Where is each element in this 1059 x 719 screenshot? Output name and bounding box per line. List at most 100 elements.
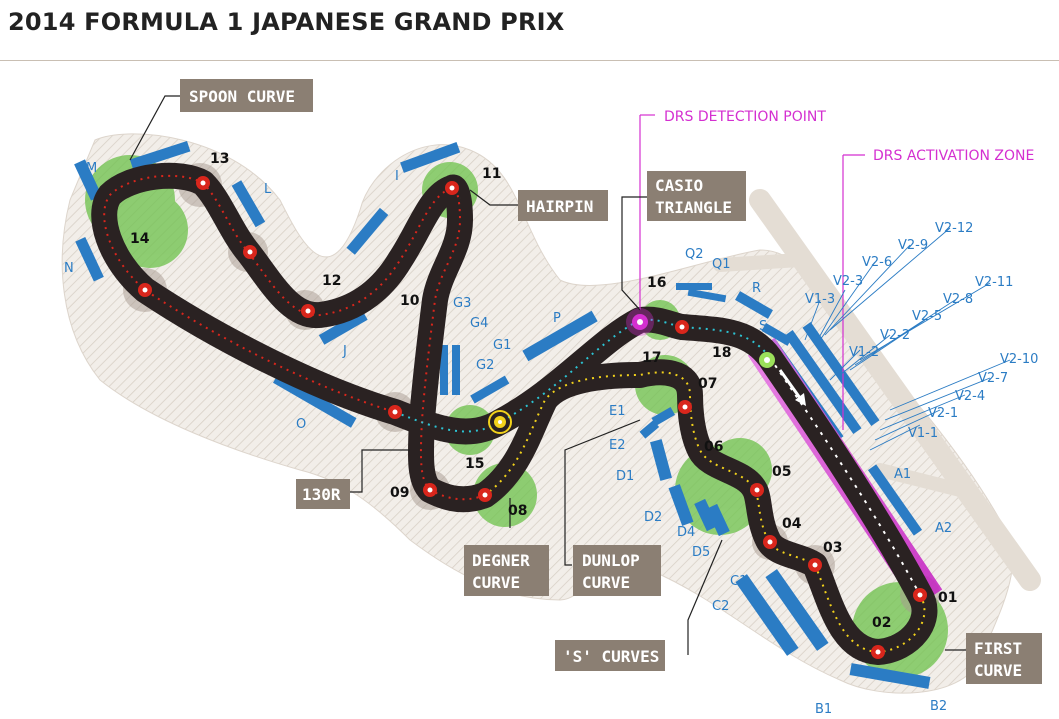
- stand-label-a2: A2: [935, 521, 952, 536]
- stand-leaders: [804, 227, 1011, 451]
- race-track: [91, 162, 938, 665]
- svg-text:CURVE: CURVE: [974, 661, 1022, 680]
- svg-text:HAIRPIN: HAIRPIN: [526, 197, 593, 216]
- callout-leaders: [129, 95, 966, 655]
- access-road-3: [873, 463, 967, 497]
- corner-label-01: 01: [938, 590, 957, 606]
- title-divider: [0, 60, 1059, 61]
- corner-label-14: 14: [130, 231, 150, 247]
- track-detection-line: [394, 318, 771, 433]
- sector-marker-15: [488, 410, 512, 434]
- corner-marker-02: [871, 645, 885, 659]
- svg-text:CASIO: CASIO: [655, 176, 703, 195]
- stand-label-l: L: [264, 182, 272, 197]
- corner-marker-12b: [243, 245, 257, 259]
- stand-label-i: I: [395, 169, 399, 184]
- stand-label-q2: Q2: [685, 247, 704, 262]
- stand-label-j: J: [342, 344, 347, 359]
- access-road-2: [713, 252, 877, 357]
- corner-marker-04: [763, 535, 777, 549]
- corner-label-07: 07: [698, 376, 717, 392]
- stand-label-v2-7: V2-7: [978, 371, 1008, 386]
- svg-text:130R: 130R: [302, 485, 341, 504]
- corner-marker-13: [196, 176, 210, 190]
- stand-label-e1: E1: [609, 404, 626, 419]
- drs-activation-marker: [759, 352, 775, 368]
- stand-label-d1: D1: [616, 469, 634, 484]
- s-curves-callout: 'S' CURVES: [555, 640, 665, 671]
- stand-label-v2-12: V2-12: [935, 221, 973, 236]
- drs-arrow: [778, 369, 802, 399]
- stand-label-o: O: [296, 417, 306, 432]
- degner-curve-callout: DEGNER CURVE: [464, 545, 549, 596]
- corner-marker-03: [808, 558, 822, 572]
- stand-label-v2-11: V2-11: [975, 275, 1013, 290]
- svg-text:DEGNER: DEGNER: [472, 551, 530, 570]
- corner-marker-05: [750, 483, 764, 497]
- stand-label-b1: B1: [815, 702, 832, 717]
- stand-label-v1-1: V1-1: [908, 426, 938, 441]
- drs-arrow-head: [795, 393, 806, 406]
- hairpin-callout: HAIRPIN: [518, 190, 608, 221]
- stand-label-q1: Q1: [712, 257, 731, 272]
- corner-label-08: 08: [508, 503, 527, 519]
- track-racing-line-2: [103, 174, 486, 501]
- corner-label-06: 06: [704, 439, 723, 455]
- casio-triangle-callout: CASIO TRIANGLE: [647, 171, 746, 221]
- dunlop-curve-callout: DUNLOP CURVE: [573, 545, 661, 596]
- drs-detection-marker: [626, 308, 654, 336]
- stand-label-v2-4: V2-4: [955, 389, 985, 404]
- stand-label-n: N: [64, 261, 74, 276]
- corner-markers: [138, 176, 927, 659]
- corner-label-12: 12: [322, 273, 341, 289]
- spoon-curve-callout: SPOON CURVE: [180, 79, 313, 112]
- stand-label-g1: G1: [493, 338, 511, 353]
- stand-label-d4: D4: [677, 525, 695, 540]
- 130r-callout: 130R: [296, 479, 350, 509]
- stand-label-v1-3: V1-3: [805, 292, 835, 307]
- svg-text:DUNLOP: DUNLOP: [582, 551, 640, 570]
- track-racing-line: [484, 371, 926, 654]
- corner-label-03: 03: [823, 540, 842, 556]
- svg-text:FIRST: FIRST: [974, 639, 1022, 658]
- corner-marker-01: [913, 588, 927, 602]
- stand-label-c1: C1: [730, 574, 747, 589]
- corner-label-16: 16: [647, 275, 666, 291]
- corner-label-13: 13: [210, 151, 229, 167]
- stand-label-r: R: [752, 281, 761, 296]
- corner-label-17: 17: [642, 350, 661, 366]
- corner-marker-130r: [388, 405, 402, 419]
- corner-label-09: 09: [390, 485, 409, 501]
- stand-label-v2-10: V2-10: [1000, 352, 1038, 367]
- stand-label-d5: D5: [692, 545, 710, 560]
- stand-label-c2: C2: [712, 599, 729, 614]
- stand-label-v1-2: V1-2: [849, 345, 879, 360]
- corner-label-05: 05: [772, 464, 791, 480]
- stand-label-d2: D2: [644, 510, 662, 525]
- corner-marker-07: [678, 400, 692, 414]
- svg-text:CURVE: CURVE: [472, 573, 520, 592]
- stand-label-p: P: [553, 311, 561, 326]
- drs-activation-label: DRS ACTIVATION ZONE: [873, 148, 1034, 164]
- corner-marker-09: [423, 483, 437, 497]
- first-curve-callout: FIRST CURVE: [966, 633, 1042, 684]
- stand-label-g3: G3: [453, 296, 471, 311]
- stand-label-v2-6: V2-6: [862, 255, 892, 270]
- stand-label-g2: G2: [476, 358, 494, 373]
- corner-label-02: 02: [872, 615, 891, 631]
- stand-label-s: S: [759, 319, 767, 334]
- corner-label-04: 04: [782, 516, 802, 532]
- svg-text:CURVE: CURVE: [582, 573, 630, 592]
- stand-label-m: M: [86, 161, 97, 176]
- drs-detection-label: DRS DETECTION POINT: [664, 109, 826, 125]
- stand-label-v2-2: V2-2: [880, 328, 910, 343]
- corner-label-10: 10: [400, 293, 420, 309]
- corner-marker-14: [138, 283, 152, 297]
- corner-marker-11: [445, 181, 459, 195]
- stand-label-v2-3: V2-3: [833, 274, 863, 289]
- svg-text:TRIANGLE: TRIANGLE: [655, 198, 732, 217]
- corner-label-18: 18: [712, 345, 731, 361]
- stand-label-v2-1: V2-1: [928, 406, 958, 421]
- stand-label-b2: B2: [930, 699, 947, 714]
